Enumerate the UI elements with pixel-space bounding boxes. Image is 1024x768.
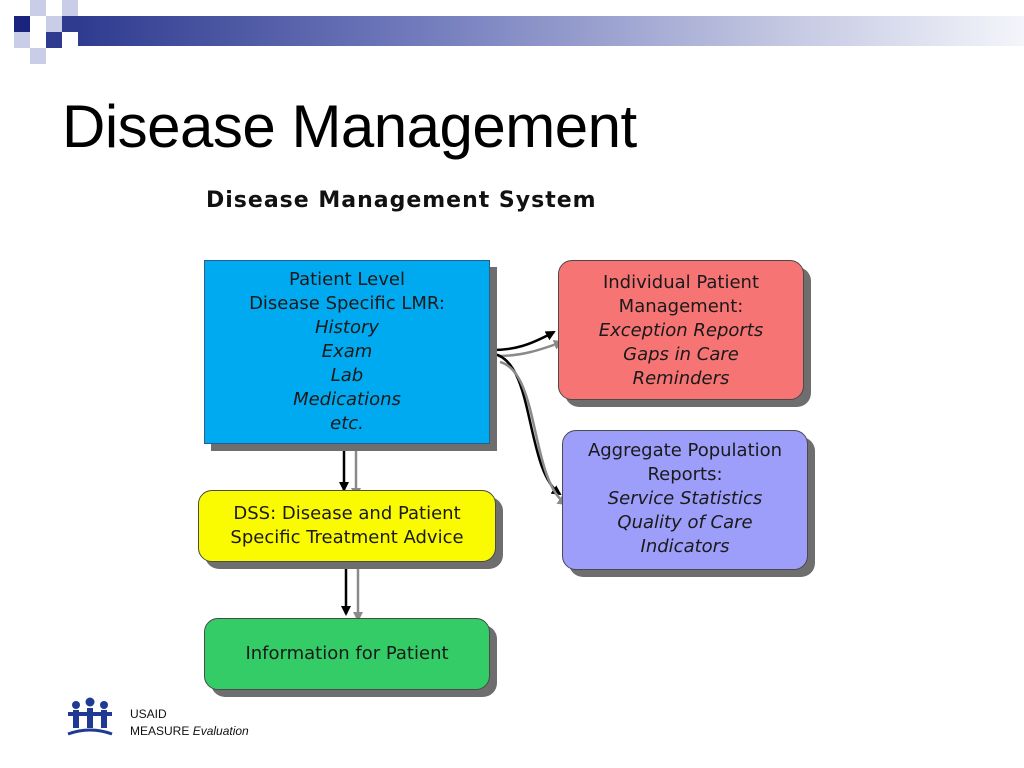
aggregate-population-reports-box: Aggregate Population Reports: Service St…	[562, 430, 808, 570]
footer-org: USAID	[130, 707, 167, 721]
deco-square	[30, 48, 46, 64]
slide-title: Disease Management	[62, 93, 637, 160]
box-item: Exam	[321, 341, 373, 362]
deco-square	[46, 32, 62, 48]
footer-org-text: USAID MEASURE Evaluation	[130, 706, 249, 740]
arrow-lmr-to-aggregate	[493, 352, 562, 496]
deco-square	[14, 32, 30, 48]
diagram-title: Disease Management System	[206, 188, 597, 213]
box-text: Disease Specific LMR:	[249, 293, 445, 314]
box-text: DSS: Disease and Patient	[233, 503, 461, 524]
box-item: Quality of Care	[617, 512, 753, 533]
box-text: Patient Level	[289, 269, 405, 290]
box-item: Exception Reports	[598, 320, 764, 341]
box-text: Information for Patient	[245, 643, 449, 664]
box-item: etc.	[330, 413, 364, 434]
arrow-lmr-to-aggregate-shadow	[499, 360, 568, 506]
box-item: Service Statistics	[607, 488, 763, 509]
deco-square	[30, 0, 46, 16]
arrow-lmr-to-individual	[491, 330, 556, 352]
information-for-patient-box: Information for Patient	[204, 618, 490, 690]
footer-measure-line: MEASURE Evaluation	[130, 723, 249, 740]
arrow-lmr-to-individual-shadow	[497, 340, 564, 358]
box-text: Individual Patient	[602, 272, 760, 293]
deco-square	[46, 16, 62, 32]
header-gradient-bar	[78, 16, 1024, 46]
footer-evaluation: Evaluation	[192, 724, 249, 738]
box-item: Medications	[293, 389, 401, 410]
patient-level-lmr-box: Patient Level Disease Specific LMR: Hist…	[204, 260, 490, 444]
box-text: Management:	[618, 296, 744, 317]
usaid-people-logo-icon	[67, 697, 113, 736]
box-text: Reports:	[647, 464, 723, 485]
box-text: Specific Treatment Advice	[230, 527, 464, 548]
box-item: History	[314, 317, 380, 338]
box-item: Indicators	[640, 536, 730, 557]
box-item: Reminders	[632, 368, 730, 389]
footer-measure: MEASURE	[130, 724, 190, 738]
deco-square	[62, 16, 78, 32]
deco-square	[62, 0, 78, 16]
box-text: Aggregate Population	[587, 440, 783, 461]
box-item: Gaps in Care	[623, 344, 739, 365]
box-item: Lab	[330, 365, 364, 386]
deco-square	[14, 16, 30, 32]
dss-treatment-advice-box: DSS: Disease and Patient Specific Treatm…	[198, 490, 496, 562]
individual-patient-management-box: Individual Patient Management: Exception…	[558, 260, 804, 400]
